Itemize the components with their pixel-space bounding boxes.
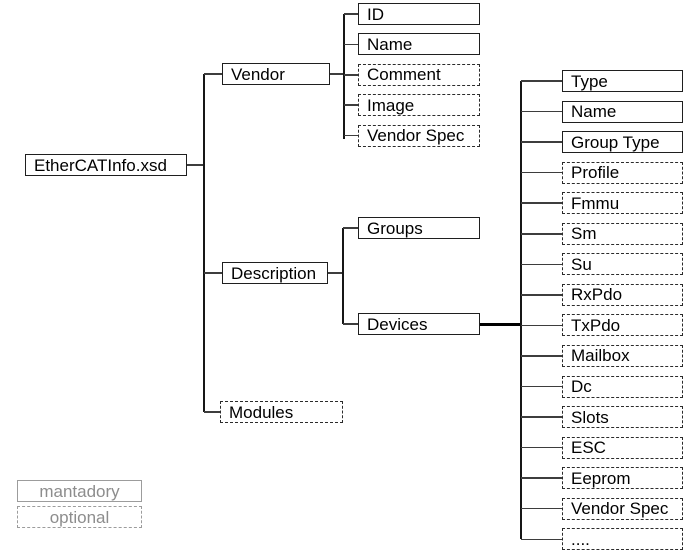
connector-line xyxy=(521,538,562,540)
trunk-vendor-children xyxy=(343,14,345,139)
node-groups-label: Groups xyxy=(367,218,423,238)
trunk-root-children xyxy=(203,74,205,412)
devices-child-type: Type xyxy=(562,70,683,92)
devices-child-profile-label: Profile xyxy=(571,163,620,183)
node-modules-label: Modules xyxy=(229,402,294,422)
devices-child-rxpdo: RxPdo xyxy=(562,283,683,306)
devices-child-vendor-spec-label: Vendor Spec xyxy=(571,499,669,519)
vendor-child-vendor-spec: Vendor Spec xyxy=(358,124,480,147)
vendor-child-comment-label: Comment xyxy=(367,65,441,85)
devices-child-group-type-label: Group Type xyxy=(571,132,660,152)
connector-line xyxy=(521,263,562,266)
vendor-child-vendor-spec-label: Vendor Spec xyxy=(367,126,465,146)
connector-line xyxy=(521,507,562,510)
devices-connector-line xyxy=(480,322,521,326)
devices-child-fmmu-label: Fmmu xyxy=(571,193,620,213)
devices-child-name-label: Name xyxy=(571,102,617,122)
connector-line xyxy=(521,110,562,113)
node-description: Description xyxy=(222,262,328,284)
devices-child-slots: Slots xyxy=(562,406,683,429)
connector-line xyxy=(344,13,358,15)
vendor-child-name-label: Name xyxy=(367,34,413,54)
connector-line xyxy=(343,227,358,229)
devices-child-su-label: Su xyxy=(571,254,592,274)
vendor-child-name: Name xyxy=(358,33,480,56)
connector-line xyxy=(521,141,562,143)
devices-child-dc: Dc xyxy=(562,375,683,398)
node-vendor-label: Vendor xyxy=(231,64,285,84)
vendor-child-id: ID xyxy=(358,3,480,25)
node-devices: Devices xyxy=(358,313,480,335)
devices-child-esc: ESC xyxy=(562,436,683,459)
connector-line xyxy=(343,323,358,325)
devices-child-vendor-spec: Vendor Spec xyxy=(562,497,683,520)
devices-child-sm-label: Sm xyxy=(571,224,597,244)
devices-child-mailbox: Mailbox xyxy=(562,344,683,367)
devices-child-fmmu: Fmmu xyxy=(562,192,683,215)
devices-child-txpdo-label: TxPdo xyxy=(571,315,621,335)
legend-mantadory-box: mantadory xyxy=(17,480,142,502)
node-ethercatinfo-xsd: EtherCATInfo.xsd xyxy=(25,154,187,176)
connector-line xyxy=(521,80,562,82)
connector-line xyxy=(328,272,343,274)
connector-line xyxy=(521,171,562,174)
vendor-child-comment: Comment xyxy=(358,63,480,86)
devices-child-profile: Profile xyxy=(562,161,683,184)
connector-line xyxy=(521,233,562,235)
connector-line xyxy=(521,477,562,479)
connector-line xyxy=(521,324,562,327)
trunk-devices-children xyxy=(520,81,522,540)
devices-child-sm: Sm xyxy=(562,222,683,245)
connector-line xyxy=(521,355,562,357)
devices-child-slots-label: Slots xyxy=(571,407,609,427)
vendor-child-image-label: Image xyxy=(367,95,415,115)
devices-child-eeprom: Eeprom xyxy=(562,467,683,490)
connector-line xyxy=(344,104,358,106)
connector-line xyxy=(521,446,562,449)
connector-line xyxy=(204,411,220,413)
connector-line xyxy=(344,134,358,137)
node-groups: Groups xyxy=(358,217,480,239)
devices-child-esc-label: ESC xyxy=(571,438,606,458)
node-devices-label: Devices xyxy=(367,314,428,334)
devices-child-eeprom-label: Eeprom xyxy=(571,468,631,488)
node-ethercatinfo-xsd-label: EtherCATInfo.xsd xyxy=(34,155,167,175)
vendor-child-image: Image xyxy=(358,94,480,117)
connector-line xyxy=(521,294,562,296)
devices-child-name: Name xyxy=(562,100,683,123)
node-vendor: Vendor xyxy=(222,63,330,85)
devices-child-type-label: Type xyxy=(571,71,608,91)
legend-mantadory-box-label: mantadory xyxy=(39,481,120,501)
trunk-description-children xyxy=(342,228,344,324)
node-description-label: Description xyxy=(231,263,317,283)
vendor-child-id-label: ID xyxy=(367,4,384,24)
connector-line xyxy=(330,73,344,75)
connector-line xyxy=(521,385,562,388)
connector-line xyxy=(521,416,562,418)
connector-line xyxy=(204,272,222,274)
connector-line xyxy=(521,202,562,204)
devices-child-txpdo: TxPdo xyxy=(562,314,683,337)
devices-child-rxpdo-label: RxPdo xyxy=(571,285,623,305)
devices-child-dc-label: Dc xyxy=(571,377,592,396)
connector-line xyxy=(204,73,222,75)
devices-child-group-type: Group Type xyxy=(562,131,683,154)
devices-child-dots-label: .... xyxy=(571,529,590,549)
legend-optional-box: optional xyxy=(17,506,142,528)
connector-line xyxy=(187,164,204,166)
legend-optional-box-label: optional xyxy=(49,507,110,527)
connector-line xyxy=(344,43,358,46)
devices-child-mailbox-label: Mailbox xyxy=(571,346,630,366)
devices-child-dots: .... xyxy=(562,528,683,551)
node-modules: Modules xyxy=(220,401,343,423)
connector-line xyxy=(344,74,358,76)
devices-child-su: Su xyxy=(562,253,683,276)
